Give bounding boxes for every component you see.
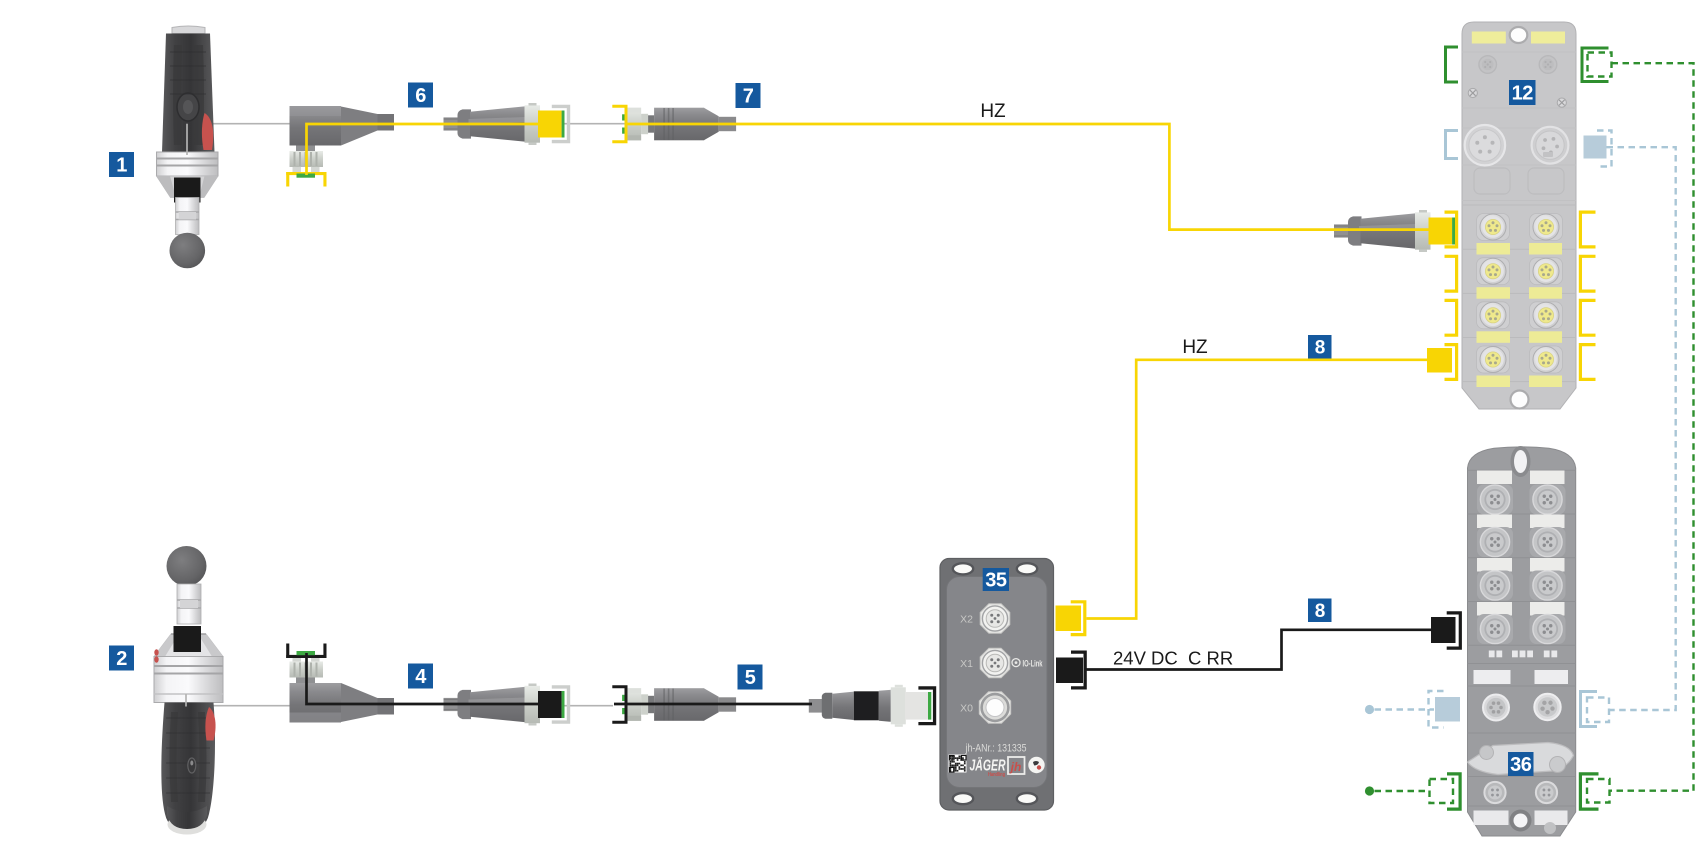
svg-text:8: 8 — [1315, 601, 1325, 622]
svg-text:HZ: HZ — [980, 101, 1006, 122]
svg-text:8: 8 — [1315, 338, 1325, 359]
svg-text:12: 12 — [1512, 83, 1534, 105]
svg-text:IO-Link: IO-Link — [1023, 658, 1044, 668]
svg-text:JÄGER: JÄGER — [970, 757, 1006, 775]
svg-text:6: 6 — [415, 85, 426, 107]
svg-text:4: 4 — [415, 666, 427, 688]
svg-text:Handling: Handling — [988, 772, 1005, 778]
svg-text:jh-ANr.: 131335: jh-ANr.: 131335 — [965, 743, 1027, 755]
svg-text:X0: X0 — [960, 702, 973, 714]
svg-text:7: 7 — [743, 86, 754, 108]
svg-text:24V DC C RR: 24V DC C RR — [1113, 648, 1233, 669]
svg-text:2: 2 — [116, 648, 127, 670]
svg-text:5: 5 — [745, 667, 756, 689]
svg-text:X1: X1 — [960, 658, 973, 670]
svg-text:1: 1 — [116, 155, 127, 177]
svg-text:35: 35 — [985, 570, 1007, 592]
svg-text:X2: X2 — [960, 613, 973, 625]
svg-text:HZ: HZ — [1182, 337, 1208, 358]
svg-text:36: 36 — [1510, 754, 1532, 776]
svg-text:jh: jh — [1009, 760, 1022, 774]
